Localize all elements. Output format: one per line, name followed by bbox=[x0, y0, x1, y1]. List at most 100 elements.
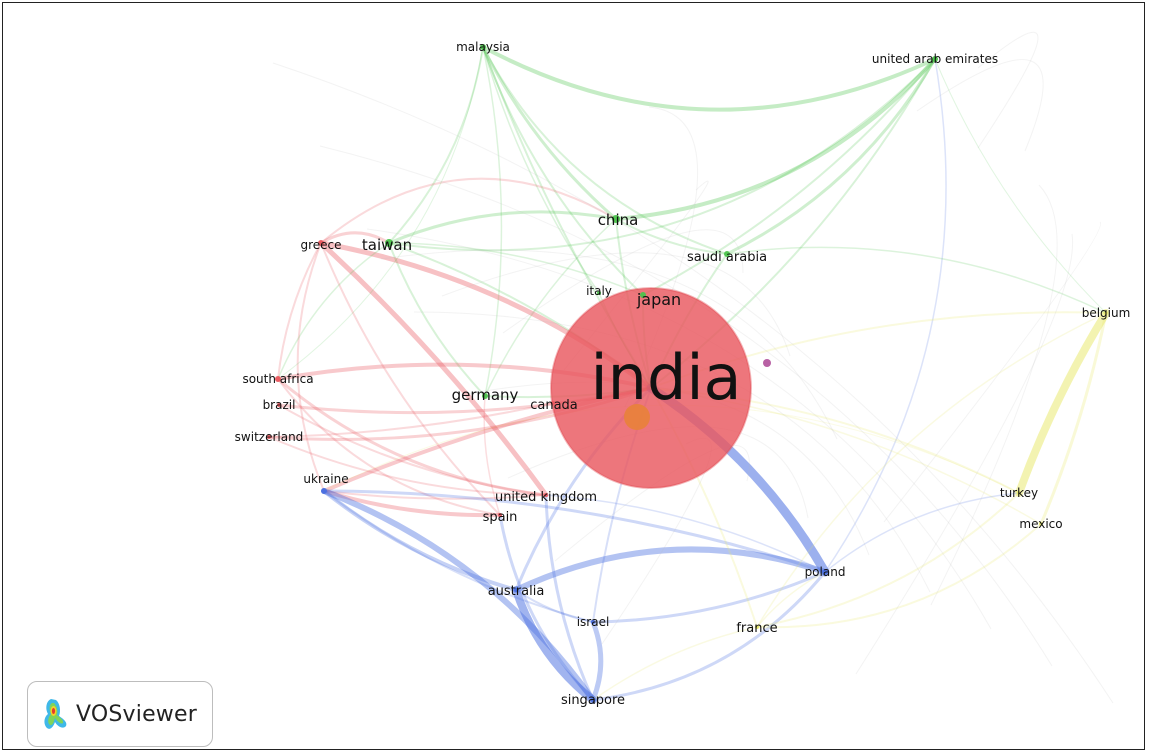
label-saudi[interactable]: saudi arabia bbox=[687, 250, 767, 265]
link-southafrica-uk bbox=[276, 377, 548, 497]
node-italy[interactable] bbox=[597, 291, 601, 295]
link-taiwan-japan bbox=[388, 242, 644, 296]
link-taiwan-southafrica bbox=[277, 242, 390, 380]
node-india[interactable] bbox=[550, 287, 752, 489]
link-israel-poland bbox=[591, 570, 827, 624]
label-uae[interactable]: united arab emirates bbox=[872, 52, 998, 66]
link-turkey-france bbox=[756, 492, 1020, 628]
label-taiwan[interactable]: taiwan bbox=[362, 236, 412, 254]
node-poland[interactable] bbox=[822, 569, 828, 575]
link-poland-france bbox=[756, 571, 826, 628]
node-israel[interactable] bbox=[591, 620, 595, 624]
node-taiwan[interactable] bbox=[385, 239, 393, 247]
link-malaysia-japan bbox=[482, 46, 644, 296]
logo-text: VOSviewer bbox=[76, 701, 197, 727]
link-malaysia-saudi bbox=[482, 46, 728, 255]
link-southafrica-spain bbox=[277, 378, 501, 516]
link-mexico-france bbox=[756, 523, 1042, 629]
link-malaysia-germany bbox=[482, 46, 503, 397]
label-india[interactable]: india bbox=[590, 341, 741, 414]
link-poland-turkey bbox=[824, 492, 1020, 573]
link-belgium-mexico bbox=[1039, 311, 1108, 526]
label-brazil[interactable]: brazil bbox=[263, 398, 296, 412]
node-turkey[interactable] bbox=[1017, 491, 1021, 495]
link-malaysia-italy bbox=[482, 46, 600, 294]
node-ukraine[interactable] bbox=[321, 488, 327, 494]
link-france-singapore bbox=[592, 626, 758, 701]
label-switzerland[interactable]: switzerland bbox=[235, 430, 304, 444]
link-australia-israel bbox=[515, 589, 594, 623]
link-greece-china bbox=[320, 177, 617, 244]
link-germany-spain bbox=[483, 395, 501, 516]
link-switzerland-uk bbox=[268, 436, 547, 496]
link-greece-ukraine bbox=[296, 242, 325, 492]
vosviewer-heatmap-icon bbox=[44, 699, 67, 729]
node-malaysia[interactable] bbox=[480, 44, 486, 50]
label-ukraine[interactable]: ukraine bbox=[303, 472, 348, 486]
label-canada[interactable]: canada bbox=[530, 398, 578, 413]
label-australia[interactable]: australia bbox=[488, 584, 545, 599]
node-uk[interactable] bbox=[544, 493, 548, 497]
node-china[interactable] bbox=[612, 215, 620, 223]
node-saudi[interactable] bbox=[724, 251, 730, 257]
orange-node[interactable] bbox=[624, 404, 650, 430]
link-switzerland-canada bbox=[268, 402, 554, 438]
link-greece-taiwan bbox=[319, 231, 391, 245]
node-canada[interactable] bbox=[551, 401, 555, 405]
node-brazil[interactable] bbox=[277, 403, 281, 407]
link-ukraine-israel bbox=[323, 490, 594, 623]
background-link bbox=[502, 229, 744, 334]
link-ukraine-singapore bbox=[321, 488, 596, 703]
node-spain[interactable] bbox=[498, 513, 502, 517]
label-poland[interactable]: poland bbox=[805, 565, 846, 579]
node-germany[interactable] bbox=[482, 393, 488, 399]
link-malaysia-china bbox=[481, 45, 618, 221]
link-brazil-uk bbox=[278, 404, 547, 496]
label-belgium[interactable]: belgium bbox=[1082, 306, 1131, 320]
label-malaysia[interactable]: malaysia bbox=[456, 40, 510, 54]
background-link bbox=[319, 145, 1053, 667]
link-australia-singapore bbox=[512, 586, 597, 704]
link-malaysia-southafrica bbox=[277, 46, 484, 380]
node-australia[interactable] bbox=[514, 588, 518, 592]
label-singapore[interactable]: singapore bbox=[561, 693, 625, 708]
background-link bbox=[883, 221, 1102, 523]
label-japan[interactable]: japan bbox=[636, 290, 681, 309]
co-authorship-network[interactable]: india japan china taiwan malaysia united arab… bbox=[3, 3, 1145, 750]
node-mexico[interactable] bbox=[1039, 522, 1043, 526]
link-uk-poland bbox=[545, 494, 826, 573]
label-germany[interactable]: germany bbox=[452, 386, 519, 404]
label-israel[interactable]: israel bbox=[577, 615, 610, 629]
link-uae-taiwan bbox=[388, 58, 936, 252]
node-southafrica[interactable] bbox=[275, 376, 281, 382]
background-link bbox=[916, 59, 1044, 152]
node-france[interactable] bbox=[755, 625, 759, 629]
link-greece-southafrica bbox=[277, 242, 322, 380]
purple-node[interactable] bbox=[763, 359, 771, 367]
label-spain[interactable]: spain bbox=[483, 510, 518, 525]
network-links bbox=[267, 31, 1114, 704]
link-uae-saudi bbox=[725, 57, 937, 256]
network-labels: india japan china taiwan malaysia united arab… bbox=[235, 40, 1131, 708]
label-greece[interactable]: greece bbox=[300, 238, 341, 252]
link-ukraine-poland bbox=[322, 489, 827, 574]
label-mexico[interactable]: mexico bbox=[1019, 517, 1062, 531]
node-singapore[interactable] bbox=[591, 698, 595, 702]
node-uae[interactable] bbox=[932, 56, 938, 62]
label-southafrica[interactable]: south africa bbox=[242, 372, 313, 386]
node-switzerland[interactable] bbox=[267, 435, 271, 439]
node-belgium[interactable] bbox=[1104, 311, 1108, 315]
node-greece[interactable] bbox=[318, 240, 324, 246]
link-china-saudi bbox=[615, 218, 728, 255]
link-spain-singapore bbox=[498, 513, 595, 702]
link-uk-singapore bbox=[544, 493, 595, 702]
link-ukraine-australia bbox=[322, 489, 518, 592]
label-turkey[interactable]: turkey bbox=[1000, 486, 1038, 500]
link-australia-poland bbox=[513, 546, 828, 593]
label-italy[interactable]: italy bbox=[586, 284, 612, 298]
label-china[interactable]: china bbox=[598, 211, 639, 229]
label-uk[interactable]: united kingdom bbox=[495, 490, 597, 505]
node-japan[interactable] bbox=[640, 292, 646, 298]
label-france[interactable]: france bbox=[736, 621, 777, 636]
